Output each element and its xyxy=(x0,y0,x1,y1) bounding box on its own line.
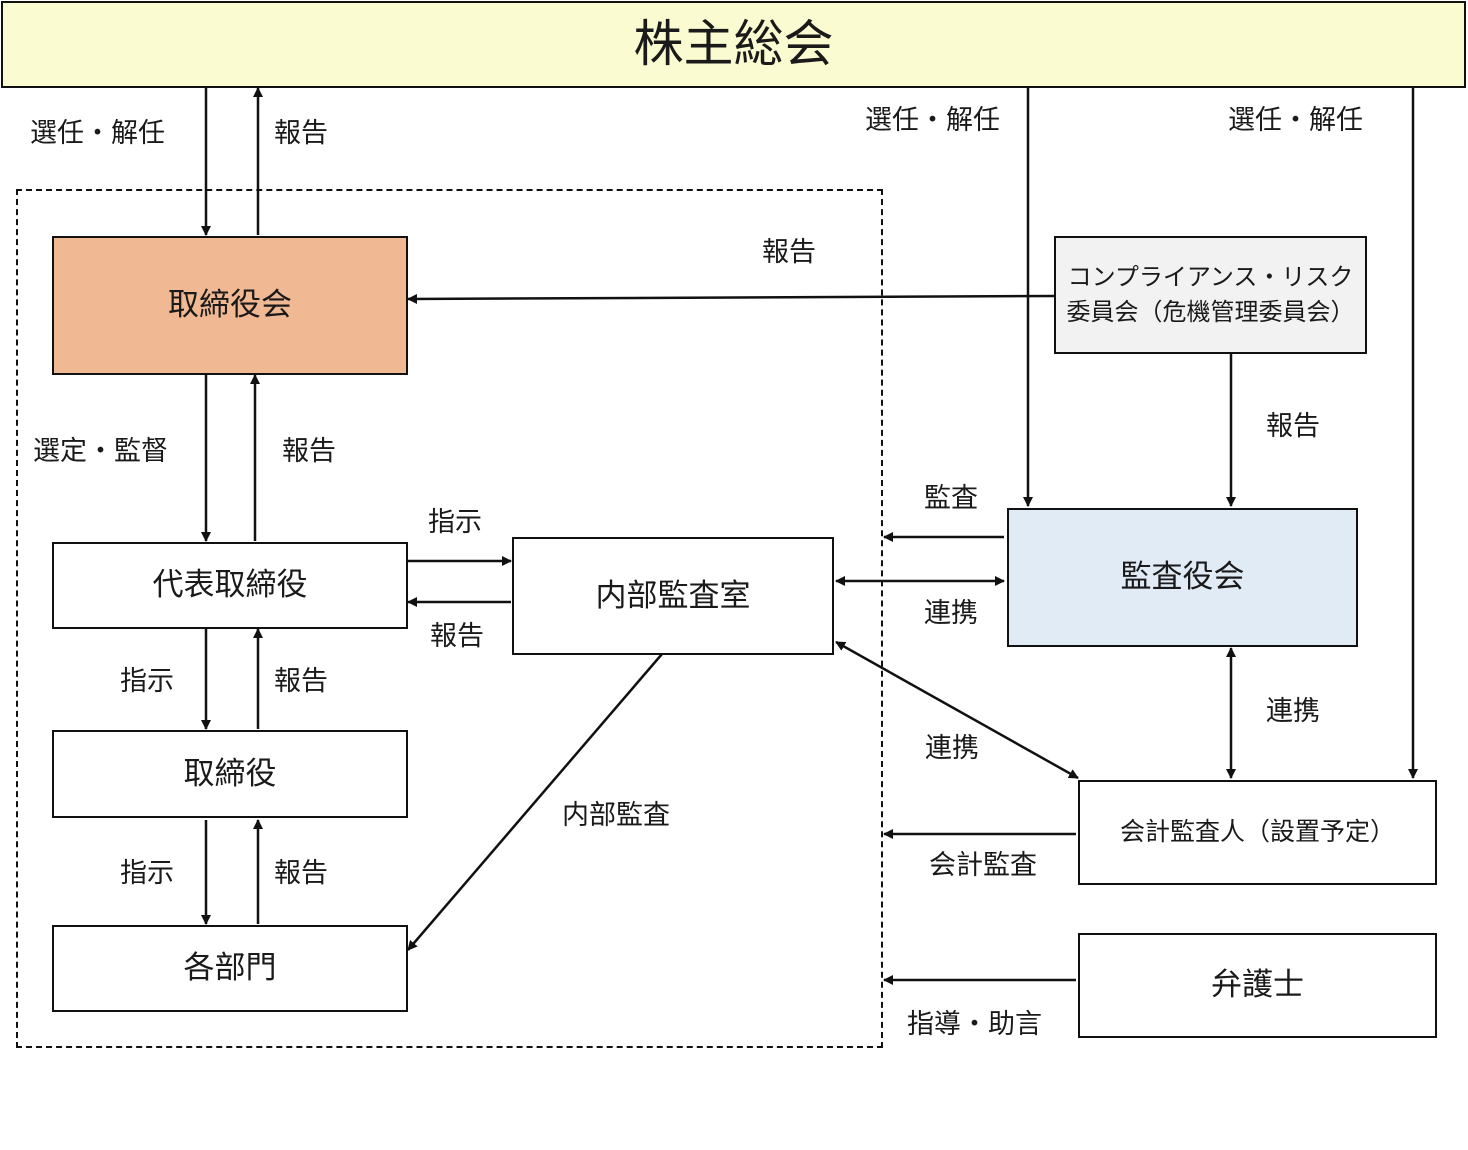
company-boundary xyxy=(16,189,883,1048)
label-directors-instruct-departments: 指示 xyxy=(120,858,174,889)
departments: 各部門 xyxy=(52,925,408,1012)
directors: 取締役 xyxy=(52,730,408,818)
label-accounting-audit: 会計監査 xyxy=(929,850,1037,881)
label-report-to-meeting: 報告 xyxy=(274,118,328,149)
label-select-supervise: 選定・監督 xyxy=(33,436,168,467)
label-elect-dismiss-audit: 選任・解任 xyxy=(865,105,1000,136)
label-cooperation-office-accountant: 連携 xyxy=(925,733,979,764)
board-of-directors: 取締役会 xyxy=(52,236,408,375)
directors-label: 取締役 xyxy=(183,755,277,792)
shareholders-meeting: 株主総会 xyxy=(1,1,1466,88)
label-committee-report-audit-board: 報告 xyxy=(1266,411,1320,442)
label-audit-office-report: 報告 xyxy=(430,621,484,652)
label-cooperation-audit-accountant: 連携 xyxy=(1266,696,1320,727)
label-directors-report-rep: 報告 xyxy=(274,666,328,697)
audit-board: 監査役会 xyxy=(1007,508,1358,647)
shareholders-meeting-label: 株主総会 xyxy=(633,15,834,74)
accounting-auditor-label: 会計監査人（設置予定） xyxy=(1119,817,1395,847)
committee-label-line2: 委員会（危機管理委員会） xyxy=(1066,298,1355,326)
departments-label: 各部門 xyxy=(183,950,277,987)
label-elect-dismiss-board: 選任・解任 xyxy=(30,118,165,149)
accounting-auditor: 会計監査人（設置予定） xyxy=(1078,780,1437,885)
label-rep-instruct-directors: 指示 xyxy=(120,666,174,697)
audit-board-label: 監査役会 xyxy=(1120,559,1245,596)
label-rep-report-board: 報告 xyxy=(282,436,336,467)
committee-label-line1: コンプライアンス・リスク xyxy=(1067,263,1354,292)
internal-audit-office-label: 内部監査室 xyxy=(595,577,751,614)
lawyer-label: 弁護士 xyxy=(1211,967,1304,1004)
label-guidance-advice: 指導・助言 xyxy=(907,1009,1042,1040)
label-elect-dismiss-accountant: 選任・解任 xyxy=(1228,105,1363,136)
arrow-internal-audit xyxy=(407,653,663,951)
label-committee-report-board: 報告 xyxy=(762,237,816,268)
label-internal-audit: 内部監査 xyxy=(562,800,670,831)
lawyer: 弁護士 xyxy=(1078,933,1437,1038)
internal-audit-office: 内部監査室 xyxy=(512,537,834,655)
label-departments-report-directors: 報告 xyxy=(274,858,328,889)
arrow-office-accountant-cooperation xyxy=(835,640,1079,780)
representative-director: 代表取締役 xyxy=(52,542,408,629)
label-cooperation-audit-office: 連携 xyxy=(924,598,978,629)
label-audit: 監査 xyxy=(924,483,978,514)
label-instruct-audit-office: 指示 xyxy=(428,507,482,538)
representative-director-label: 代表取締役 xyxy=(152,567,308,604)
board-label: 取締役会 xyxy=(168,287,292,324)
compliance-risk-committee: コンプライアンス・リスク 委員会（危機管理委員会） xyxy=(1054,236,1367,354)
arrow-committee-to-board xyxy=(407,293,1055,304)
